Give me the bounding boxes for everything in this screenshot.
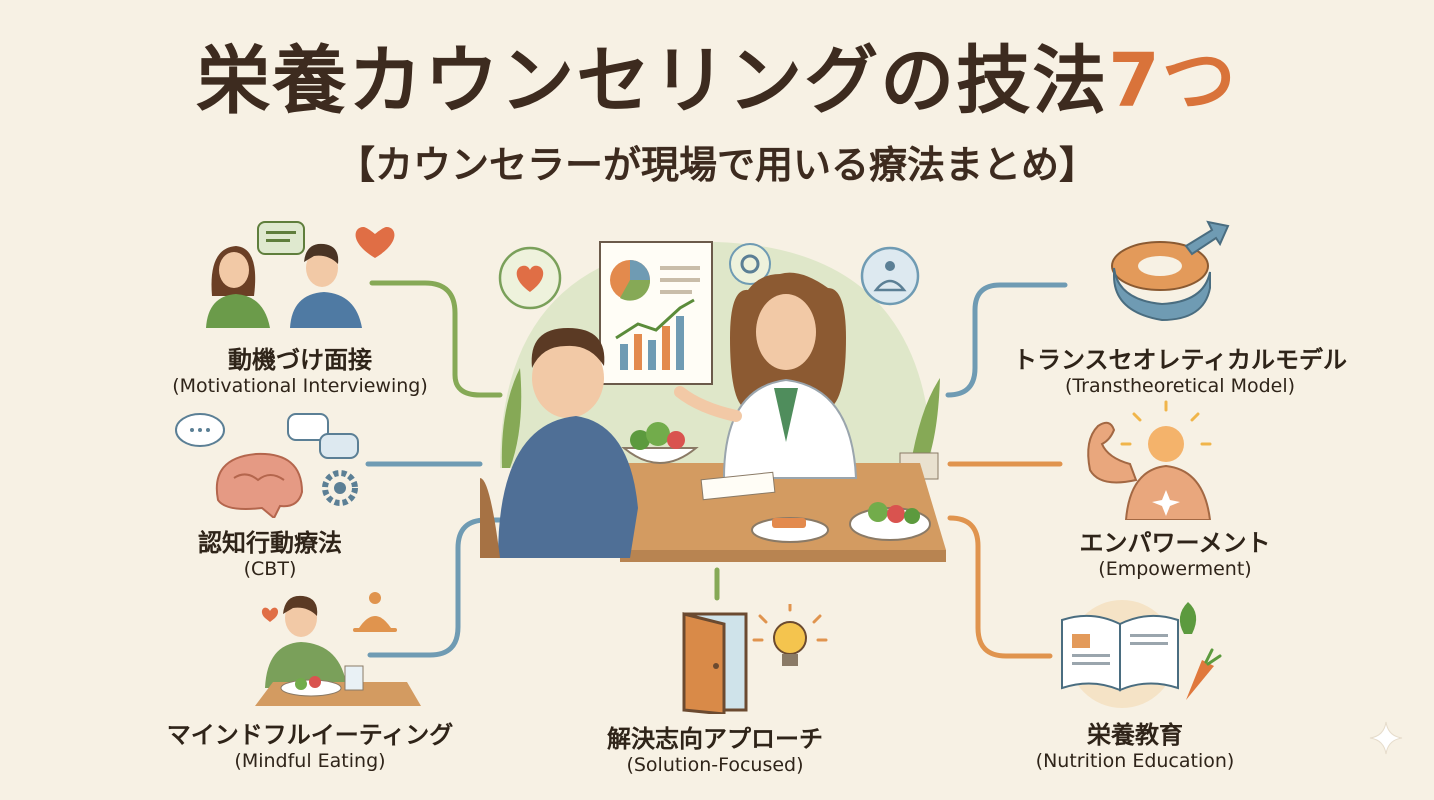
connector-mindful — [367, 517, 503, 658]
label-cbt: 認知行動療法 (CBT) — [140, 528, 400, 582]
label-jp: 認知行動療法 — [198, 529, 342, 557]
label-en: (CBT) — [243, 558, 297, 580]
connector-transtheoretical — [945, 282, 1068, 398]
label-jp: マインドフルイーティング — [166, 721, 454, 749]
label-motivational-interviewing: 動機づけ面接 (Motivational Interviewing) — [140, 345, 460, 399]
transtheoretical-spiral-stairs-icon — [1111, 220, 1230, 322]
motivational-interviewing-icon — [206, 221, 395, 328]
counselor-figure — [674, 272, 858, 479]
food-plate-icon — [700, 471, 931, 543]
solution-focused-door-icon — [682, 604, 828, 714]
cbt-brain-icon — [175, 413, 359, 518]
page-title: 栄養カウンセリングの技法7つ — [0, 44, 1434, 118]
empowerment-arm-icon — [1087, 400, 1212, 520]
label-jp: トランスセオレティカルモデル — [1012, 346, 1348, 374]
label-mindful-eating: マインドフルイーティング (Mindful Eating) — [110, 720, 510, 774]
label-en: (Mindful Eating) — [234, 750, 386, 772]
nutrition-education-book-icon — [1061, 600, 1222, 708]
label-en: (Empowerment) — [1098, 558, 1252, 580]
label-solution-focused: 解決志向アプローチ (Solution-Focused) — [560, 724, 870, 778]
salad-bowl-icon — [621, 422, 699, 464]
label-jp: エンパワーメント — [1079, 529, 1271, 557]
client-figure — [480, 328, 638, 558]
sparkle-icon — [1369, 721, 1403, 755]
mindful-eating-icon — [255, 592, 421, 706]
label-en: (Nutrition Education) — [1035, 750, 1235, 772]
title-accent: 7つ — [1108, 38, 1238, 124]
meditation-bubble-icon — [860, 246, 920, 306]
label-en: (Motivational Interviewing) — [172, 375, 428, 397]
label-en: (Transtheoretical Model) — [1064, 375, 1296, 397]
connector-motivational — [369, 280, 503, 398]
label-jp: 解決志向アプローチ — [607, 725, 823, 753]
label-jp: 栄養教育 — [1087, 721, 1183, 749]
connector-nutrition — [947, 515, 1053, 659]
label-en: (Solution-Focused) — [626, 754, 804, 776]
label-nutrition-education: 栄養教育 (Nutrition Education) — [1010, 720, 1260, 774]
page-subtitle: 【カウンセラーが現場で用いる療法まとめ】 — [336, 143, 1097, 187]
gear-bubble-icon — [729, 243, 771, 285]
chart-board-icon — [599, 241, 713, 385]
label-jp: 動機づけ面接 — [228, 346, 372, 374]
label-empowerment: エンパワーメント (Empowerment) — [1030, 528, 1320, 582]
title-main: 栄養カウンセリングの技法 — [196, 38, 1109, 124]
heart-bubble-icon — [498, 246, 562, 310]
central-counseling-illustration — [480, 241, 946, 562]
label-transtheoretical-model: トランスセオレティカルモデル (Transtheoretical Model) — [995, 345, 1365, 399]
